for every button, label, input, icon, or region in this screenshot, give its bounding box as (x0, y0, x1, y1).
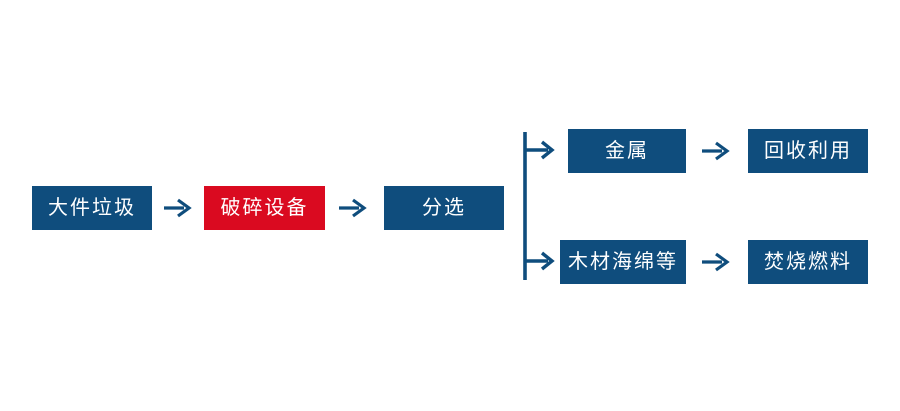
node-metal[interactable]: 金属 (568, 129, 686, 173)
node-incineration-fuel[interactable]: 焚烧燃料 (748, 240, 868, 284)
node-recycle-reuse[interactable]: 回收利用 (748, 129, 868, 173)
node-wood-sponge[interactable]: 木材海绵等 (560, 240, 686, 284)
arrow-right-icon-2 (337, 195, 367, 221)
node-bulky-waste[interactable]: 大件垃圾 (32, 186, 152, 230)
arrow-right-icon-3 (700, 138, 730, 164)
node-crusher-equipment[interactable]: 破碎设备 (204, 186, 325, 230)
arrow-right-icon-1 (162, 195, 192, 221)
branch-split-icon (518, 130, 564, 282)
node-sorting[interactable]: 分选 (384, 186, 504, 230)
arrow-right-icon-4 (700, 249, 730, 275)
